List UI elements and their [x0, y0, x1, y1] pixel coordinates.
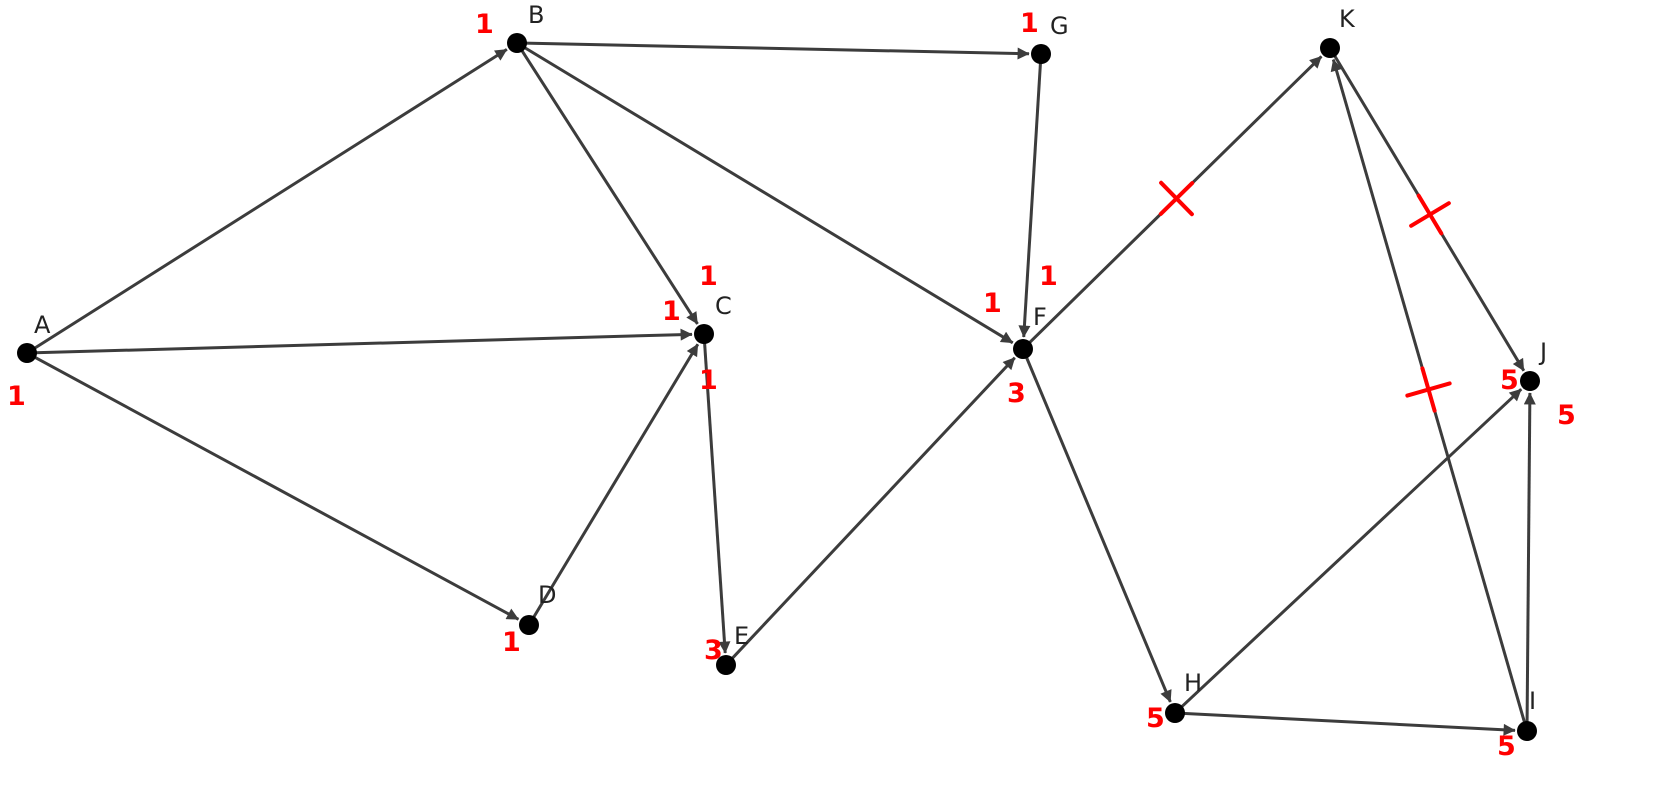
weight-j-left: 5 [1500, 365, 1519, 396]
edge-f-h [1024, 355, 1172, 703]
node-labels: A B C D E F G H I J K [34, 1, 1547, 715]
weight-i: 5 [1497, 731, 1516, 762]
node-e [716, 655, 736, 675]
edge-h-j [1179, 388, 1523, 709]
node-a [17, 343, 37, 363]
weight-f-left: 1 [983, 288, 1002, 319]
node-label-f: F [1033, 303, 1047, 331]
node-label-b: B [528, 1, 544, 29]
edge-a-b [32, 48, 508, 350]
weight-j-right: 5 [1557, 400, 1576, 431]
crossed-edge-marks [1158, 180, 1452, 413]
cross-mark-k-j [1409, 193, 1451, 236]
node-label-a: A [34, 311, 51, 339]
node-d [519, 615, 539, 635]
weight-f-bottom: 3 [1007, 378, 1026, 409]
node-label-d: D [538, 581, 556, 609]
node-k [1320, 38, 1340, 58]
node-label-g: G [1050, 12, 1069, 40]
node-j [1520, 371, 1540, 391]
edge-c-e [703, 341, 731, 654]
edge-a-c [34, 328, 693, 355]
node-label-k: K [1339, 5, 1356, 33]
edge-b-c [520, 48, 699, 325]
cross-mark-f-k [1158, 180, 1195, 217]
edge-d-c [531, 343, 700, 619]
weight-b: 1 [475, 9, 494, 40]
edges [32, 41, 1536, 736]
weight-h: 5 [1146, 703, 1165, 734]
edge-b-f [523, 45, 1014, 345]
weight-f-top: 1 [1039, 261, 1058, 292]
nodes [17, 33, 1540, 741]
node-label-e: E [734, 622, 749, 650]
node-c [694, 324, 714, 344]
weight-c-top: 1 [699, 261, 718, 292]
weight-c-left: 1 [662, 296, 681, 327]
node-b [507, 33, 527, 53]
node-i [1517, 721, 1537, 741]
node-label-j: J [1538, 338, 1547, 366]
edge-h-i [1182, 711, 1516, 736]
edge-a-d [33, 355, 520, 621]
weight-c-bottom: 1 [699, 365, 718, 396]
cross-mark-i-k [1405, 366, 1452, 413]
weight-g: 1 [1020, 8, 1039, 39]
node-f [1013, 339, 1033, 359]
edge-b-g [524, 41, 1030, 60]
weight-a: 1 [7, 381, 26, 412]
node-g [1031, 44, 1051, 64]
node-h [1165, 703, 1185, 723]
node-label-i: I [1529, 687, 1536, 715]
node-label-c: C [715, 292, 732, 320]
edge-g-f [1018, 61, 1043, 338]
edge-i-j [1523, 392, 1536, 724]
weight-d: 1 [502, 627, 521, 658]
edge-e-f [730, 356, 1016, 661]
node-label-h: H [1184, 669, 1202, 697]
weight-e: 3 [704, 635, 723, 666]
